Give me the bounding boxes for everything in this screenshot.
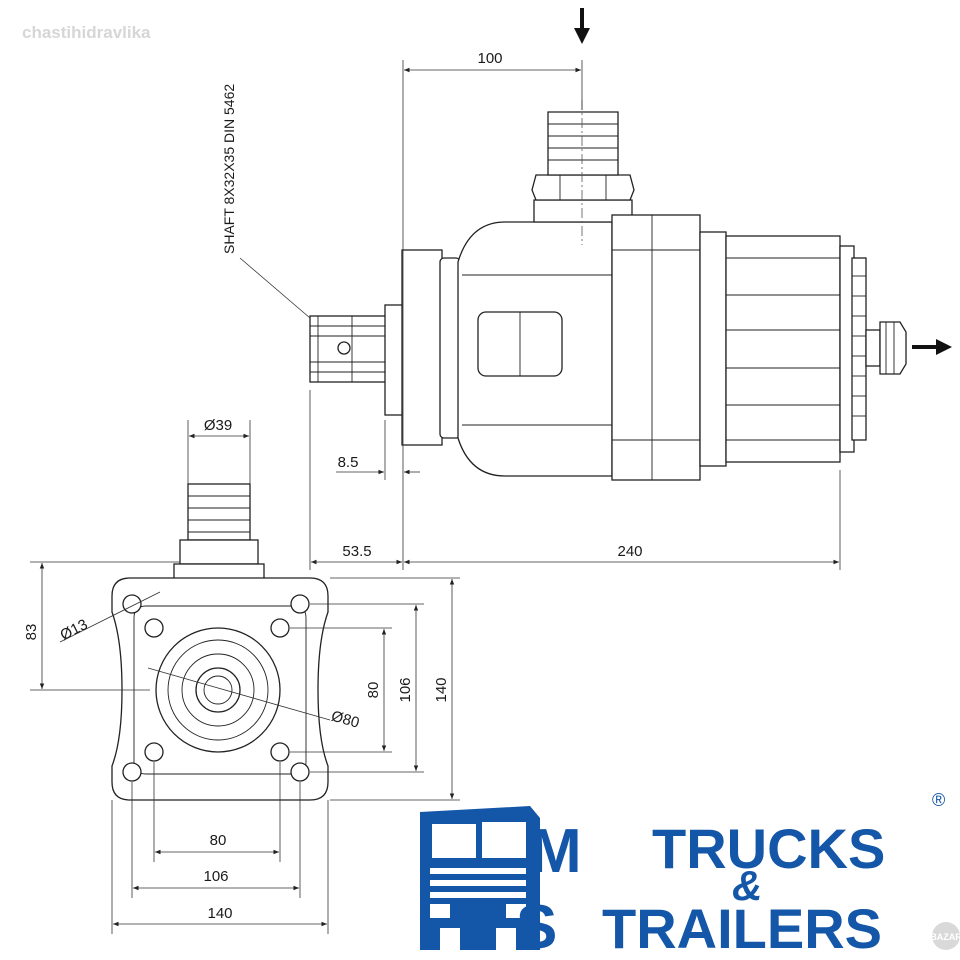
inlet-port (531, 100, 635, 245)
dim-140-horizontal-label: 140 (207, 905, 232, 922)
dim-140-vertical-label: 140 (433, 677, 450, 702)
spline-bore (195, 667, 241, 713)
registered-mark: ® (932, 790, 945, 810)
valve-block (611, 214, 701, 481)
bolt-holes (122, 594, 310, 782)
logo-ampersand: & (732, 862, 762, 909)
company-logo: M S TRUCKS & TRAILERS ® (420, 790, 945, 960)
inlet-arrow-icon (574, 8, 590, 44)
spline-shaft (309, 315, 387, 383)
dim-dia80-label: Ø80 (329, 708, 361, 732)
logo-word-trucks: TRUCKS (652, 817, 885, 880)
watermark-text: chastihidravlika (22, 23, 151, 42)
logo-letter-m: M (530, 817, 582, 886)
dim-80-vertical-label: 80 (365, 682, 382, 699)
dim-8-5-label: 8.5 (338, 454, 359, 471)
dim-53-5-label: 53.5 (342, 543, 371, 560)
front-inlet-port (173, 483, 265, 587)
dim-dia13-label: Ø13 (57, 616, 90, 644)
dim-80-horizontal-label: 80 (210, 832, 227, 849)
logo-word-trailers: TRAILERS (602, 897, 882, 960)
rear-cylinder (699, 231, 867, 467)
shaft-collar (384, 304, 404, 416)
side-view: 100 8.5 53.5 240 SHAFT 8X32X35 DIN 5462 (221, 8, 952, 570)
dim-106-horizontal-label: 106 (203, 868, 228, 885)
dim-240-label: 240 (617, 543, 642, 560)
truck-icon (420, 806, 540, 950)
dim-83-label: 83 (23, 624, 40, 641)
shaft-note: SHAFT 8X32X35 DIN 5462 (221, 84, 237, 254)
dim-106-vertical-label: 106 (397, 677, 414, 702)
dim-100-label: 100 (477, 50, 502, 67)
dim-dia39-label: Ø39 (204, 417, 232, 434)
front-view: Ø39 83 Ø13 80 106 140 Ø80 80 106 140 (23, 417, 460, 934)
outlet-arrow-icon (912, 339, 952, 355)
corner-badge: BAZAR (930, 922, 960, 950)
outlet-fitting (865, 321, 907, 375)
logo-letter-s: S (516, 893, 557, 960)
corner-badge-text: BAZAR (930, 932, 960, 942)
mounting-flange (401, 249, 443, 446)
